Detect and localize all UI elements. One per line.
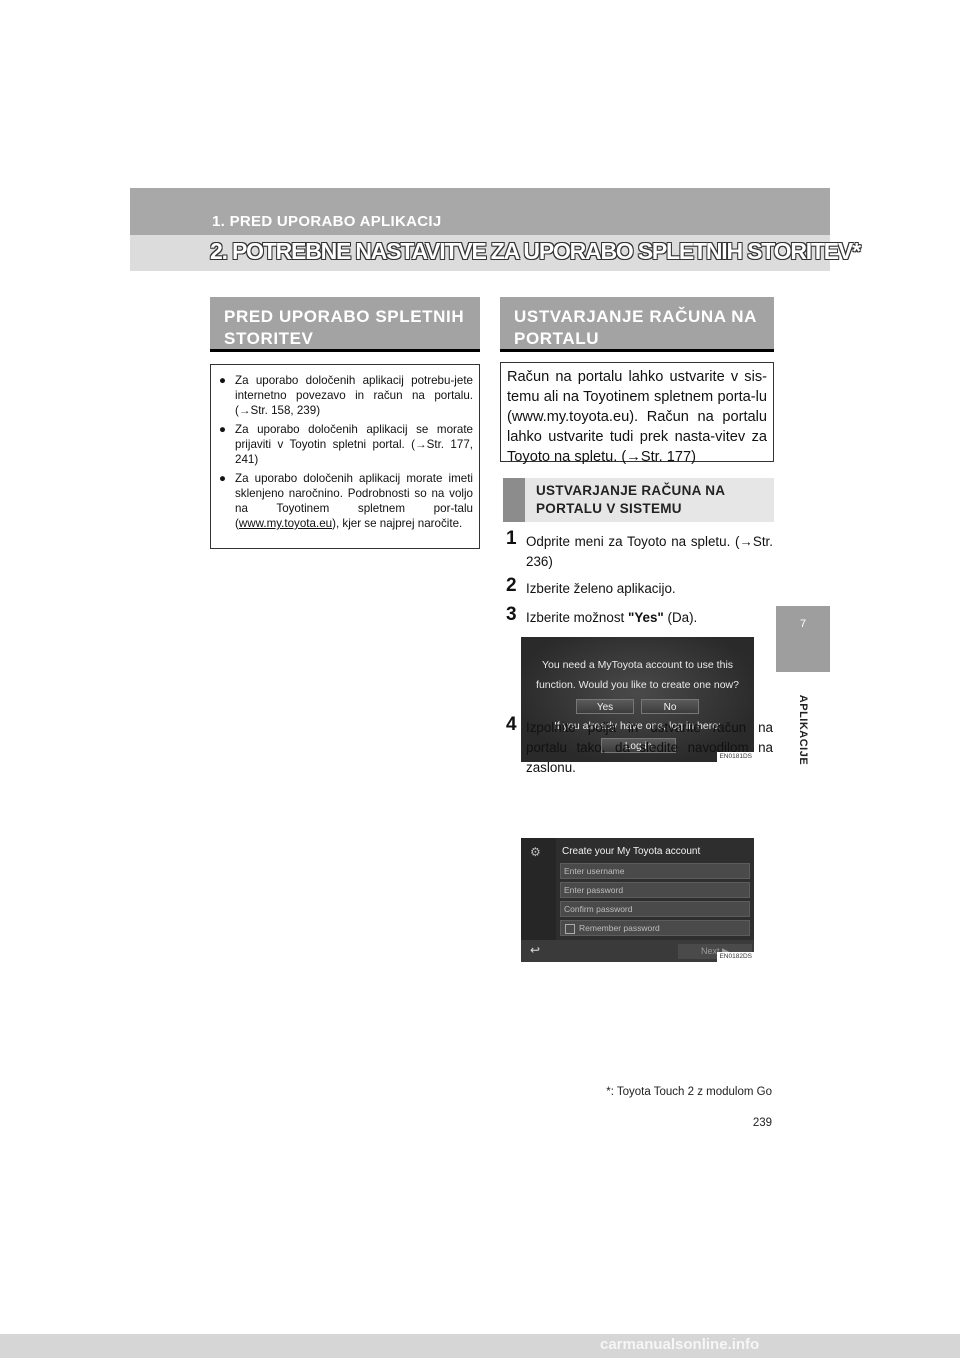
step-number: 4 [506, 714, 517, 735]
footnote: *: Toyota Touch 2 z modulom Go [606, 1086, 772, 1098]
confirm-password-field[interactable]: Confirm password [560, 901, 750, 917]
subheading: USTVARJANJE RAČUNA NA PORTALU V SISTEMU [536, 482, 725, 518]
form-title: Create your My Toyota account [562, 846, 701, 857]
subheading-marker [503, 478, 525, 522]
left-section-heading: PRED UPORABO SPLETNIH STORITEV [210, 297, 480, 352]
prompt-line3: If you already have one, log in here: [554, 720, 721, 732]
step-1: 1 Odprite meni za Toyoto na spletu. (→St… [506, 528, 773, 572]
prompt-line2: function. Would you like to create one n… [536, 679, 739, 691]
remember-password-toggle[interactable]: Remember password [560, 920, 750, 936]
bullet-icon: ● [219, 374, 227, 387]
yes-option-label: "Yes" [627, 610, 664, 625]
step-number: 3 [506, 604, 517, 625]
username-field[interactable]: Enter username [560, 863, 750, 879]
step-text: Izpolnite polja in ustvarite račun na po… [526, 720, 773, 775]
step-text: Odprite meni za Toyoto na spletu. (→Str.… [526, 534, 773, 569]
bullet-icon: ● [219, 472, 227, 485]
screen-create-account-form: ⚙ Create your My Toyota account Enter us… [521, 838, 754, 962]
step-number: 2 [506, 575, 517, 596]
left-heading-line2: STORITEV [224, 329, 314, 348]
step-text-before: Izberite možnost [526, 610, 628, 625]
settings-gear-icon[interactable]: ⚙ [530, 845, 541, 859]
header-band [130, 188, 830, 235]
step-text: Izberite želeno aplikacijo. [526, 581, 676, 596]
right-heading-line2: PORTALU [514, 329, 600, 348]
page-number: 239 [752, 1117, 772, 1129]
page-title: 2. POTREBNE NASTAVITVE ZA UPORABO SPLETN… [210, 238, 861, 264]
bullet-text: Za uporabo določenih aplikacij potrebu-j… [235, 374, 473, 417]
screen-create-account-prompt: You need a MyToyota account to use this … [521, 637, 754, 762]
step-2: 2 Izberite želeno aplikacijo. [506, 575, 773, 599]
bullet-text-end: ), kjer se najprej naročite. [332, 517, 463, 530]
remember-label: Remember password [579, 923, 660, 933]
login-button[interactable]: Log in [601, 738, 676, 753]
left-heading-line1: PRED UPORABO SPLETNIH [224, 307, 465, 326]
bullet-text: Za uporabo določenih aplikacij morate im… [235, 472, 473, 530]
step-text-after: (Da). [663, 610, 698, 625]
password-field[interactable]: Enter password [560, 882, 750, 898]
step-text: Izberite možnost "Yes" (Da). [509, 608, 773, 628]
prompt-line1: You need a MyToyota account to use this [541, 659, 734, 671]
step-4: 4 Izpolnite polja in ustvarite račun na … [506, 714, 773, 778]
back-arrow-icon[interactable]: ↩ [530, 943, 541, 957]
portal-link[interactable]: www.my.toyota.eu [238, 517, 333, 530]
play-arrow-icon: ▶ [722, 946, 729, 956]
list-item: ● Za uporabo določenih aplikacij potrebu… [217, 373, 473, 418]
section-label: 1. PRED UPORABO APLIKACIJ [212, 213, 442, 230]
step-3: 3 Izberite možnost "Yes" (Da). [506, 604, 773, 628]
bullet-text: Za uporabo določenih aplikacij se morate… [235, 423, 473, 466]
next-label: Next [701, 946, 720, 956]
right-heading-line1: USTVARJANJE RAČUNA NA [514, 307, 758, 326]
chapter-label: APLIKACIJE [797, 694, 809, 766]
subheading-band [503, 478, 774, 522]
list-item: ● Za uporabo določenih aplikacij se mora… [217, 422, 473, 467]
step-number: 1 [506, 528, 517, 549]
image-code: EN0182DS [717, 952, 754, 962]
title-band [130, 235, 830, 271]
subheading-line2: PORTALU V SISTEMU [536, 501, 682, 516]
right-section-heading: USTVARJANJE RAČUNA NA PORTALU [500, 297, 774, 352]
list-item: ● Za uporabo določenih aplikacij morate … [217, 471, 473, 531]
image-code: EN0181DS [717, 752, 754, 762]
left-info-box: ● Za uporabo določenih aplikacij potrebu… [210, 364, 480, 549]
watermark: carmanualsonline.info [600, 1336, 760, 1353]
watermark-band [0, 1334, 960, 1358]
subheading-line1: USTVARJANJE RAČUNA NA [536, 483, 726, 498]
no-button[interactable]: No [641, 699, 699, 714]
bullet-icon: ● [219, 423, 227, 436]
yes-button[interactable]: Yes [576, 699, 634, 714]
checkbox-icon[interactable] [565, 923, 575, 934]
chapter-number: 7 [799, 618, 807, 630]
intro-box: Račun na portalu lahko ustvarite v sis-t… [500, 362, 774, 465]
chapter-tab [776, 606, 830, 672]
